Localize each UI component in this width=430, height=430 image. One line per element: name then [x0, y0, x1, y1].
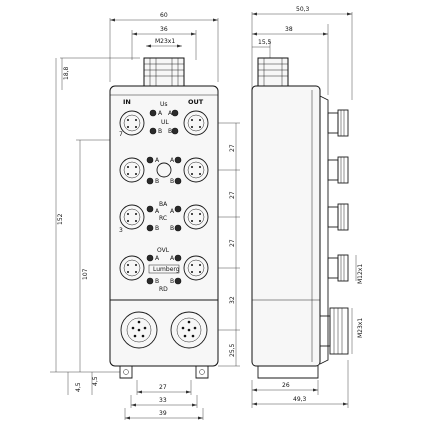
led-label-a: A: [158, 110, 163, 117]
label-us: Us: [160, 101, 168, 108]
dim-pitch-1: 27: [229, 144, 236, 152]
led-label-b: B: [170, 178, 174, 185]
dim-bottom-39: 39: [159, 410, 167, 417]
dim-foot-right: 4,5: [92, 376, 99, 386]
port-row-2: A A B B: [119, 156, 209, 185]
dim-pitch-4: 32: [229, 296, 236, 304]
brand-plate: [148, 264, 180, 274]
module-body: [109, 85, 219, 367]
led-label-a: A: [155, 208, 160, 215]
led-label-b: B: [155, 225, 159, 232]
dim-bottom-offset: 25,5: [229, 343, 236, 357]
dim-side-bottom-26: 26: [282, 382, 290, 389]
led-label-a: A: [170, 255, 175, 262]
label-in: IN: [123, 98, 131, 106]
dim-overall-width: 60: [160, 12, 168, 19]
side-profile: [319, 95, 329, 365]
dim-depth-38: 38: [285, 26, 293, 33]
led-label-b: B: [168, 128, 172, 135]
side-top-connector: [257, 57, 289, 87]
led-label-a: A: [155, 255, 160, 262]
dim-bottom-33: 33: [159, 397, 167, 404]
led-a: [149, 109, 157, 117]
front-view: 60 36 M23x1 18,8 152 107: [50, 12, 240, 420]
dim-total-height: 152: [57, 213, 64, 225]
port-number-3: 3: [119, 227, 123, 234]
side-bottom-connector: [319, 307, 349, 355]
dim-thread-m12: M12x1: [357, 264, 364, 284]
bottom-connectors: [120, 311, 208, 349]
label-rc: RC: [159, 215, 167, 222]
led-label-b: B: [170, 225, 174, 232]
port-number-7: 7: [119, 131, 123, 138]
label-ba: BA: [159, 201, 168, 208]
side-foot: [257, 366, 319, 379]
label-ovl: OVL: [157, 247, 170, 254]
label-rd: RD: [159, 286, 168, 293]
dim-overall-depth: 50,3: [296, 6, 310, 13]
port-row-3: BA RC 3 A A B B: [119, 201, 209, 234]
port-row-1: 7 A A B B: [119, 109, 209, 138]
led-label-b: B: [170, 278, 174, 285]
dim-pitch-2: 27: [229, 191, 236, 199]
led-label-b: B: [158, 128, 162, 135]
dim-center-width: 36: [160, 26, 168, 33]
left-foot: [119, 366, 133, 379]
led-label-a: A: [170, 208, 175, 215]
side-body: [251, 85, 321, 367]
dim-side-bottom-total: 49,3: [293, 396, 307, 403]
led-label-a: A: [168, 110, 173, 117]
led-label-b: B: [155, 278, 159, 285]
led-label-a: A: [155, 157, 160, 164]
side-view: 50,3 38 15,5: [251, 6, 364, 408]
port-row-4: OVL A A Lumberg B B RD: [119, 247, 209, 293]
label-ul: UL: [161, 119, 169, 126]
label-out: OUT: [188, 98, 204, 106]
dim-plug-height: 18,8: [63, 66, 70, 80]
dim-foot-left: 4,5: [75, 382, 82, 392]
right-foot: [195, 366, 209, 379]
dim-pitch-3: 27: [229, 239, 236, 247]
dim-offset: 15,5: [258, 39, 272, 46]
dim-body-height: 107: [82, 268, 89, 280]
led-label-b: B: [155, 178, 159, 185]
dim-bottom-27: 27: [159, 384, 167, 391]
side-connectors: [327, 109, 349, 282]
brand-label: Lumberg: [153, 266, 180, 273]
dim-thread: M23x1: [155, 38, 175, 45]
dim-thread-m23: M23x1: [357, 318, 364, 338]
led-label-a: A: [170, 157, 175, 164]
